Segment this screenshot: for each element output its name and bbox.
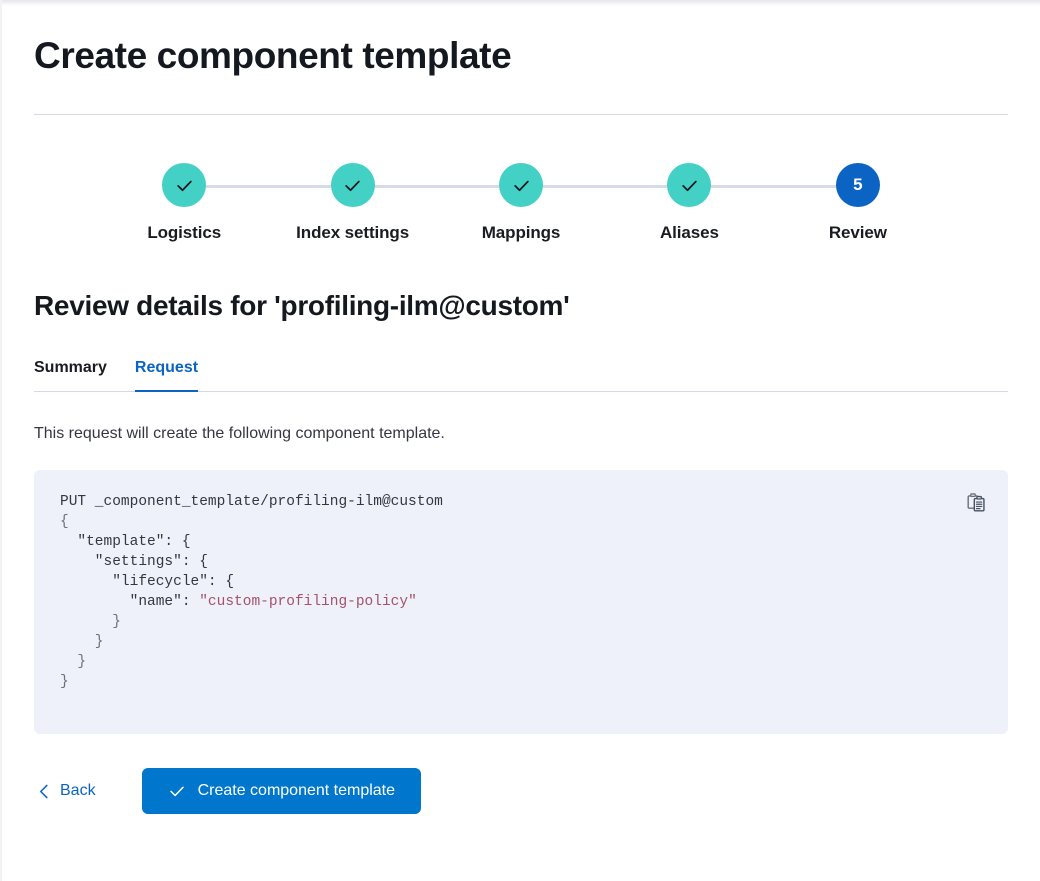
step-number: 5 bbox=[853, 175, 863, 194]
wizard-stepper: Logistics Index settings Mappings bbox=[34, 163, 1008, 243]
review-tabs: Summary Request bbox=[34, 353, 1008, 392]
code-line-4: "lifecycle": { bbox=[60, 574, 235, 590]
request-description: This request will create the following c… bbox=[34, 425, 445, 442]
code-line-7: } bbox=[60, 614, 121, 630]
step-connector bbox=[352, 185, 522, 188]
code-line-5: "name": bbox=[60, 594, 200, 610]
step-connector bbox=[689, 185, 858, 188]
request-code-text: PUT _component_template/profiling-ilm@cu… bbox=[60, 492, 982, 692]
step-label: Index settings bbox=[296, 223, 410, 242]
code-line-10: } bbox=[60, 674, 69, 690]
check-icon bbox=[345, 180, 360, 191]
step-connector bbox=[184, 185, 353, 188]
code-line-2: "template": { bbox=[60, 534, 191, 550]
code-line-8: } bbox=[60, 634, 104, 650]
step-aliases[interactable]: Aliases bbox=[605, 163, 858, 243]
copy-to-clipboard-button[interactable] bbox=[958, 484, 994, 520]
tab-summary[interactable]: Summary bbox=[34, 353, 107, 392]
back-button-label: Back bbox=[60, 782, 96, 799]
check-icon bbox=[176, 180, 192, 191]
create-component-template-button[interactable]: Create component template bbox=[141, 768, 422, 814]
check-icon bbox=[513, 180, 529, 191]
step-status-complete bbox=[499, 163, 544, 207]
step-status-complete bbox=[667, 163, 712, 207]
step-review[interactable]: 5 Review bbox=[774, 163, 942, 243]
page-container: Create component template Logistics Inde… bbox=[2, 6, 1040, 881]
step-mappings[interactable]: Mappings bbox=[437, 163, 690, 243]
step-status-complete bbox=[162, 163, 207, 207]
check-icon bbox=[682, 180, 697, 191]
code-string-value: "custom-profiling-policy" bbox=[199, 594, 417, 610]
step-connector bbox=[521, 185, 690, 188]
step-label: Mappings bbox=[481, 223, 561, 242]
step-label: Review bbox=[828, 223, 887, 242]
window-top-strip bbox=[0, 0, 1040, 6]
review-heading: Review details for 'profiling-ilm@custom… bbox=[34, 290, 570, 321]
code-method-line: PUT _component_template/profiling-ilm@cu… bbox=[60, 494, 443, 510]
code-line-1: { bbox=[60, 514, 69, 530]
step-index-settings[interactable]: Index settings bbox=[268, 163, 522, 243]
step-status-complete bbox=[330, 163, 375, 207]
page-title: Create component template bbox=[34, 35, 512, 76]
code-line-9: } bbox=[60, 654, 87, 670]
header-divider bbox=[34, 114, 1008, 115]
check-icon bbox=[169, 786, 184, 797]
step-status-current: 5 bbox=[835, 163, 880, 207]
back-button[interactable]: Back bbox=[34, 776, 100, 806]
step-label: Logistics bbox=[147, 223, 222, 242]
chevron-left-icon bbox=[39, 784, 48, 798]
create-component-template-label: Create component template bbox=[197, 782, 396, 799]
wizard-actions: Back Create component template bbox=[34, 768, 1008, 814]
tab-request[interactable]: Request bbox=[134, 353, 199, 392]
step-label: Aliases bbox=[660, 223, 719, 242]
code-line-3: "settings": { bbox=[60, 554, 208, 570]
step-logistics[interactable]: Logistics bbox=[100, 163, 353, 243]
copy-clipboard-icon bbox=[966, 492, 985, 512]
request-code-block: PUT _component_template/profiling-ilm@cu… bbox=[34, 470, 1008, 734]
window-left-edge bbox=[0, 0, 2, 881]
